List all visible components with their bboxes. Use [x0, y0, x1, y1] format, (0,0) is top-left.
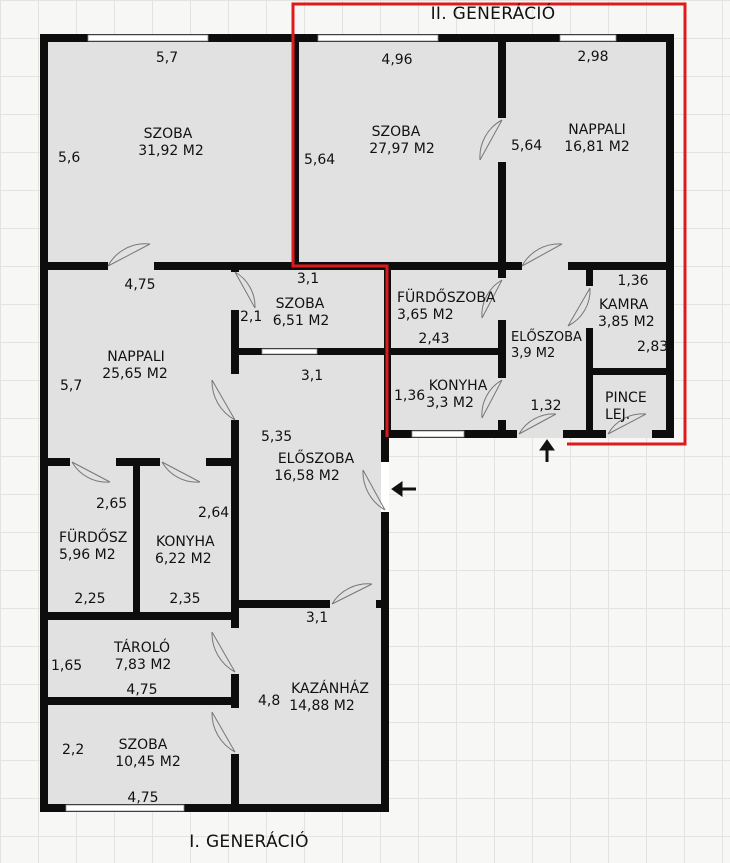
entrance-arrow-up — [539, 439, 555, 462]
room-area: 3,65 M2 — [397, 307, 454, 323]
dim-height: 5,7 — [60, 378, 83, 394]
room-area: 27,97 M2 — [369, 141, 435, 157]
dim-width: 4,75 — [124, 277, 156, 293]
door-swings — [71, 119, 647, 753]
room-area: 7,83 M2 — [114, 657, 172, 673]
entrance-arrow-left — [391, 481, 416, 497]
dim-width: 2,25 — [74, 591, 106, 607]
room-area: 10,45 M2 — [115, 754, 181, 770]
dim-width: 5,7 — [155, 50, 179, 66]
room-name: PINCE — [605, 390, 647, 406]
entrance-gap — [381, 462, 389, 512]
room-name: ELŐSZOBA — [277, 451, 355, 467]
dim-height: 5,64 — [304, 152, 336, 168]
room-area: 14,88 M2 — [289, 698, 355, 714]
dim-height: 2,1 — [240, 309, 263, 325]
room-name: KAZÁNHÁZ — [291, 681, 369, 697]
window — [317, 34, 439, 42]
room-area: 3,3 M2 — [426, 395, 474, 411]
room-area: 5,96 M2 — [59, 547, 116, 563]
door-openings — [70, 118, 652, 754]
room-area: 3,9 M2 — [511, 346, 556, 361]
dim-width: 4,96 — [381, 52, 413, 68]
dim-height: 2,83 — [637, 339, 669, 355]
generation-boundary — [291, 2, 687, 446]
room-name: SZOBA — [275, 296, 325, 312]
wall-right-lower — [381, 430, 389, 812]
room-area: 25,65 M2 — [102, 366, 168, 382]
room-name: ELŐSZOBA — [511, 330, 582, 345]
dim-width: 3,1 — [296, 271, 320, 287]
title-bottom: I. GENERÁCIÓ — [189, 832, 309, 852]
windows — [65, 34, 617, 812]
dim-height: 2,2 — [62, 742, 85, 758]
room-name: TÁROLÓ — [113, 640, 171, 656]
dim-width: 2,35 — [169, 591, 201, 607]
room-area: 16,58 M2 — [274, 468, 340, 484]
dim-width: 3,1 — [305, 610, 329, 626]
dim-height: 5,6 — [58, 150, 81, 166]
room-area: 6,22 M2 — [155, 551, 212, 567]
room-area: 16,81 M2 — [564, 139, 630, 155]
room-name: KONYHA — [156, 534, 215, 550]
room-name: SZOBA — [118, 737, 168, 753]
window — [87, 34, 209, 42]
room-name: NAPPALI — [107, 349, 165, 365]
dim-height: 5,64 — [511, 138, 543, 154]
dim-height: 1,36 — [394, 388, 426, 404]
room-area: 6,51 M2 — [272, 313, 330, 329]
dim-width: 2,98 — [577, 49, 609, 65]
room-name: FÜRDŐSZ — [59, 530, 128, 546]
dim-width: 4,75 — [126, 682, 158, 698]
dim-width: 1,36 — [617, 273, 649, 289]
dim-width: 1,32 — [530, 398, 562, 414]
dim-height: 5,35 — [261, 429, 293, 445]
room-area: 3,85 M2 — [598, 314, 655, 330]
dim-height: 1,65 — [51, 658, 83, 674]
title-top: II. GENERÁCIÓ — [430, 4, 556, 24]
dim-height: 4,8 — [258, 693, 281, 709]
room-name: LEJ. — [605, 407, 631, 423]
dim-width: 2,43 — [418, 331, 450, 347]
room-name: FÜRDŐSZOBA — [397, 290, 496, 306]
dim-width: 4,75 — [127, 790, 159, 806]
dim-height: 2,65 — [96, 496, 128, 512]
room-name: SZOBA — [143, 126, 193, 142]
dim-height: 2,64 — [198, 505, 230, 521]
window — [411, 430, 465, 438]
wall-left — [40, 34, 48, 812]
dim-width: 3,1 — [300, 368, 324, 384]
floor-fill — [42, 36, 672, 810]
window — [559, 34, 617, 42]
window — [65, 804, 185, 812]
window — [261, 348, 318, 355]
room-name: KONYHA — [428, 378, 488, 394]
wall-bottom — [40, 804, 389, 812]
room-name: NAPPALI — [568, 122, 626, 138]
wall-right — [666, 34, 674, 438]
room-name: SZOBA — [371, 124, 421, 140]
room-name: KAMRA — [599, 297, 649, 313]
room-area: 31,92 M2 — [138, 143, 204, 159]
